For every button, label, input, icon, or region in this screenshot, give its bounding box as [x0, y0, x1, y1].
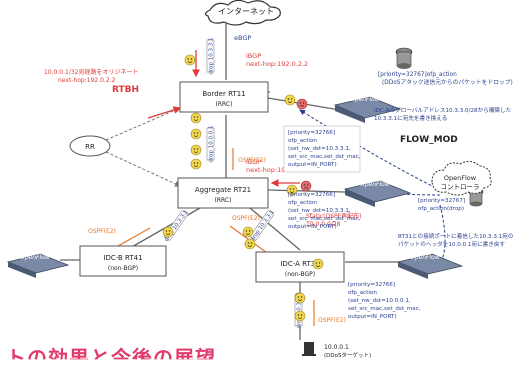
label-nexthop-1: next-hop:192.0.2.2 — [246, 60, 308, 68]
flow-line: ofp_action(drop) — [418, 206, 464, 212]
router-border[interactable]: Border RT11 (RRC) — [180, 82, 268, 112]
flow-line: (set_nw_dst=10.3.3.1, — [288, 146, 351, 152]
label-ioc-1: IDC-Aのグローバルアドレス10.3.3.0/28から構築した — [374, 106, 512, 114]
controller-label-2: コントローラ — [441, 183, 480, 191]
router-idca-sub: (non-BGP) — [285, 271, 315, 278]
switch-right-2[interactable]: OpenFlow — [345, 181, 410, 207]
flow-box-1: [priority=32766] ofp_action (set_nw_dst=… — [284, 126, 361, 172]
drain-icon — [396, 48, 412, 69]
router-aggregate[interactable]: Aggregate RT21 (RRC) — [178, 178, 268, 208]
router-border-name: Border RT11 — [202, 90, 245, 98]
flow-line: [priority=32767] — [418, 198, 465, 204]
router-idcb-name: IDC-B RT41 — [103, 254, 142, 262]
router-idcb-sub: (non-BGP) — [108, 265, 138, 272]
router-border-sub: (RRC) — [216, 101, 233, 108]
label-ospf-3: OSPF(E2) — [232, 215, 260, 222]
flow-line: ofp_action — [348, 290, 377, 296]
flow-line: [priority=32766] — [288, 130, 335, 136]
flow-box-3: [priority=32767] ofp_action(drop) — [418, 198, 465, 212]
flow-box-2: [priority=32766] ofp_action (set_nw_dst=… — [284, 192, 361, 246]
flow-line: [priority=32766] — [288, 192, 335, 198]
label-ibgp-1: iBGP — [246, 52, 261, 60]
drop-label-2: drop 10.0.0.1 — [209, 126, 215, 163]
rr-label: RR — [85, 143, 95, 151]
ibgp-arrows — [148, 50, 300, 183]
network-diagram: インターネット Border RT11 (RRC) — [0, 0, 532, 361]
switch-label-right-2: OpenFlow — [360, 181, 390, 188]
flow-line: [priority=32766] — [348, 282, 395, 288]
label-rt31-2: パケットのヘッダを10.0.0.1宛に書き戻す — [398, 240, 505, 248]
label-ospf-1: OSPF(E2) — [238, 157, 266, 164]
router-aggregate-name: Aggregate RT21 — [195, 186, 251, 194]
label-origin-2: next-hop:192.0.2.2 — [58, 77, 116, 84]
flow-line: ofp_action — [288, 200, 317, 206]
flow-line: set_src_mac,set_dst_mac, — [288, 216, 361, 222]
switch-left[interactable]: OpenFlow — [8, 254, 68, 278]
router-aggregate-sub: (RRC) — [215, 197, 232, 204]
label-drop-right-2: (DDoSアタック送信元からのパケットをドロップ) — [382, 78, 513, 86]
target-label-2: (DDoSターゲット) — [324, 351, 371, 359]
rr-node[interactable]: RR — [70, 136, 110, 156]
flow-line: output=IN_PORT) — [288, 224, 337, 230]
label-drop-right-1: [priority=32767]ofp_action — [378, 72, 457, 78]
flow-line: set_src_mac,set_dst_mac, — [288, 154, 361, 160]
label-ospf-2: OSPF(E2) — [88, 228, 116, 235]
drop-label-1: drop 10.3.3.1 — [209, 38, 215, 75]
label-rtbh: RTBH — [112, 85, 139, 95]
flow-line: output=IN_PORT) — [348, 314, 397, 320]
flow-line: (set_nw_dst=10.0.0.1, — [348, 298, 411, 304]
internet-cloud: インターネット — [205, 0, 280, 25]
label-origin-1: 10.0.0.1/32宛経路をオリジネート — [44, 68, 138, 76]
flow-line: set_src_mac,set_dst_mac, — [348, 306, 421, 312]
flow-line: ofp_action — [288, 138, 317, 144]
flow-line: output=IN_PORT) — [288, 162, 337, 168]
flow-box-4: [priority=32766] ofp_action (set_nw_dst=… — [348, 282, 421, 320]
label-rt31-1: RT31との接続ポートに着信した10.3.3.1宛の — [398, 232, 514, 240]
switch-label-right-1: OpenFlow — [350, 96, 380, 103]
internet-label: インターネット — [218, 7, 274, 16]
target-label-1: 10.0.0.1 — [324, 344, 349, 351]
label-ospf-4: OSPF(E2) — [318, 317, 346, 324]
label-ioc-2: 10.3.3.1に宛先を書き換える — [374, 114, 447, 122]
router-idca[interactable]: IDC-A RT31 (non-BGP) — [256, 252, 344, 282]
openflow-controller: OpenFlow コントローラ — [432, 161, 491, 195]
label-ebgp: eBGP — [234, 34, 251, 42]
switch-bottom[interactable]: OpenFlow — [398, 254, 462, 279]
controller-label-1: OpenFlow — [444, 174, 477, 182]
footer-title: トの効果と今後の展望 — [6, 342, 216, 371]
switch-label-left: OpenFlow — [20, 254, 50, 261]
target-host: 10.0.0.1 (DDoSターゲット) — [302, 342, 371, 359]
router-idcb[interactable]: IDC-B RT41 (non-BGP) — [80, 246, 166, 276]
label-flow-mod: FLOW_MOD — [400, 135, 458, 145]
switch-label-bottom: OpenFlow — [410, 254, 440, 261]
flow-line: (set_nw_dst=10.3.3.1, — [288, 208, 351, 214]
